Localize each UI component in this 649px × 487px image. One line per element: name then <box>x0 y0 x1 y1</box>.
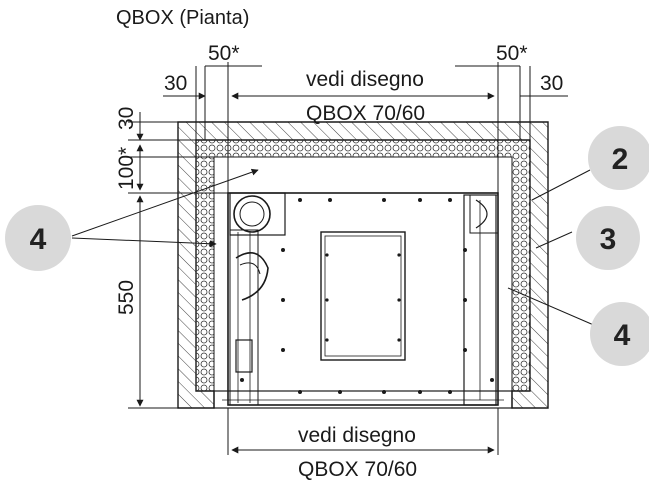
callout-badge-right-bottom: 4 <box>590 302 649 366</box>
front-frame <box>213 390 513 409</box>
callout-badge-left: 4 <box>5 205 71 271</box>
dim-30-right: 30 <box>540 72 563 95</box>
dimension-lines <box>128 62 568 455</box>
diagram-title: QBOX (Pianta) <box>116 7 249 29</box>
qbox-firebox <box>227 192 499 406</box>
dim-30-left: 30 <box>164 72 187 95</box>
svg-text:4: 4 <box>30 223 47 256</box>
dim-100-vertical: 100* <box>115 147 138 190</box>
svg-text:4: 4 <box>614 319 631 352</box>
dim-top-span-line1: vedi disegno <box>306 68 424 91</box>
svg-text:2: 2 <box>612 143 629 176</box>
dim-550-vertical: 550 <box>115 280 138 315</box>
dim-50-left: 50* <box>208 42 240 65</box>
dim-50-right: 50* <box>496 42 528 65</box>
dim-bottom-span-line2: QBOX 70/60 <box>298 458 417 481</box>
leader-lines <box>71 168 597 327</box>
svg-text:3: 3 <box>600 223 617 256</box>
outer-wall <box>177 121 549 409</box>
dim-top-span-line2: QBOX 70/60 <box>306 102 425 125</box>
callout-badge-right-mid: 3 <box>576 206 640 270</box>
callout-badge-right-top: 2 <box>588 126 649 190</box>
dim-bottom-span-line1: vedi disegno <box>298 424 416 447</box>
dim-30-vertical: 30 <box>115 107 138 130</box>
